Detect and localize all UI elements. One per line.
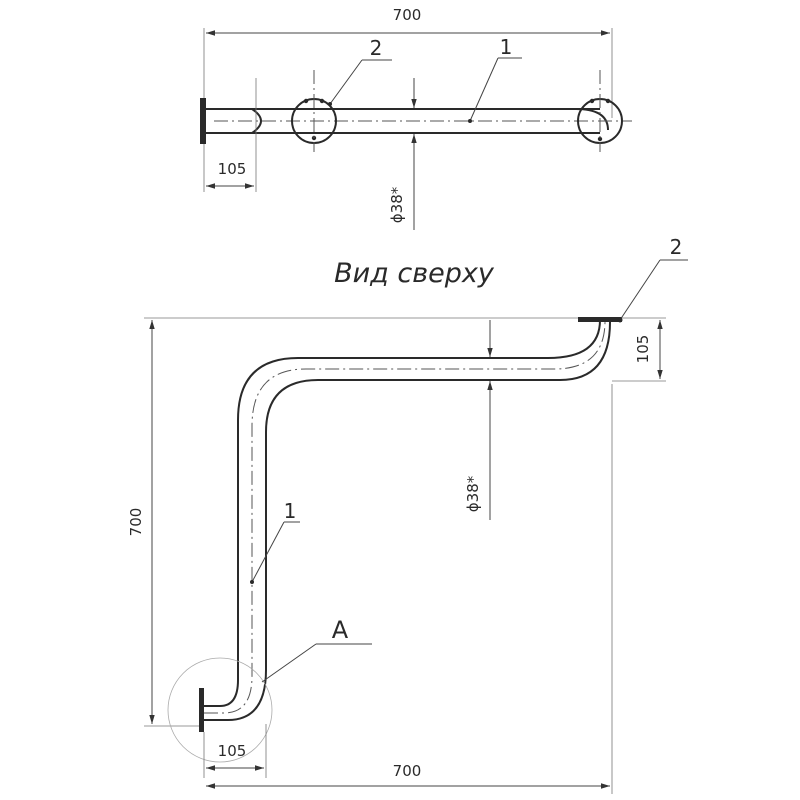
front-right-flange — [577, 70, 623, 152]
front-diameter-dim: ϕ38* — [388, 186, 406, 223]
detail-a-circle — [167, 657, 273, 763]
top-width-dim: 700 — [393, 762, 422, 780]
top-right-offset-dim: 105 — [634, 335, 652, 364]
top-callout-pipe: 1 — [284, 499, 297, 523]
top-right-wall-plate — [578, 317, 622, 322]
front-offset-dim: 105 — [218, 160, 247, 178]
top-view: 700 105 ϕ38* 1 2 A — [127, 235, 688, 794]
front-callout-pipe: 1 — [500, 35, 513, 59]
top-left-offset-dim: 105 — [218, 742, 247, 760]
top-diameter-dim: ϕ38* — [464, 475, 482, 512]
top-callout-flange: 2 — [670, 235, 683, 259]
top-height-dim: 700 — [127, 508, 145, 537]
front-wall-plate — [200, 98, 206, 144]
front-view: 700 105 — [200, 6, 632, 230]
front-callout-flange: 2 — [370, 36, 383, 60]
detail-label: A — [332, 616, 349, 644]
top-left-wall-plate — [199, 688, 204, 732]
front-left-flange — [291, 70, 337, 152]
front-width-dim: 700 — [393, 6, 422, 24]
top-view-title: Вид сверху — [334, 258, 495, 289]
